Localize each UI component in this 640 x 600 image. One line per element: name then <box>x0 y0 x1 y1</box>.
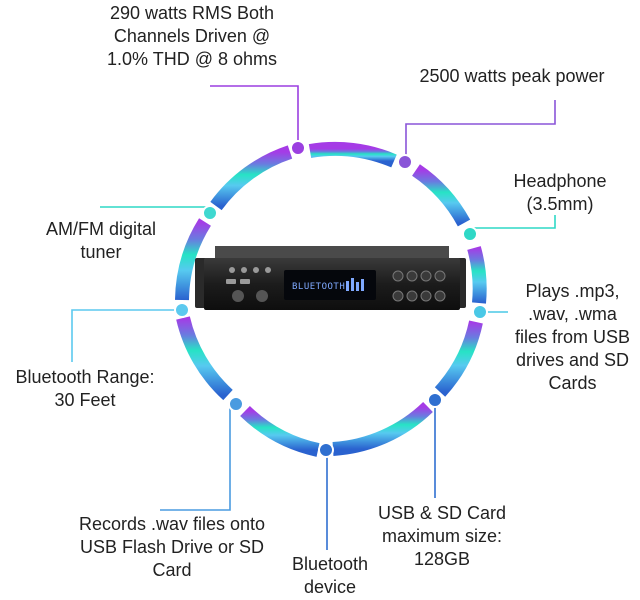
node-dot <box>174 302 190 318</box>
leader-records <box>160 408 231 511</box>
leader-tuner <box>100 206 211 213</box>
display-window <box>284 270 376 300</box>
label-rms-power: 290 watts RMS Both Channels Driven @ 1.0… <box>107 3 277 69</box>
node-dot <box>318 442 334 458</box>
label-peak-power: 2500 watts peak power <box>419 66 605 86</box>
leader-bt-range <box>71 309 178 362</box>
amplifier-image: BLUETOOTH <box>195 246 466 310</box>
left-controls-area <box>226 267 271 302</box>
ring-segment <box>175 218 211 301</box>
node-dot <box>472 304 488 320</box>
node-dot <box>290 140 306 156</box>
node-dot <box>202 205 218 221</box>
ring-segment <box>210 145 293 211</box>
label-bt-device: Bluetooth device <box>291 554 369 597</box>
node-dot <box>462 226 478 242</box>
label-records: Records .wav files onto USB Flash Drive … <box>78 514 266 580</box>
node-dot <box>228 396 244 412</box>
label-plays-files: Plays .mp3, .wav, .wma files from USB dr… <box>514 281 631 393</box>
level-meter <box>346 278 364 291</box>
ring-segment <box>308 141 397 168</box>
label-bt-range: Bluetooth Range: 30 Feet <box>15 367 155 410</box>
ring-segment <box>434 320 483 397</box>
ring <box>175 141 487 457</box>
ring-segment <box>411 164 471 227</box>
node-dot <box>427 392 443 408</box>
ring-segment <box>332 401 433 456</box>
label-usb-sd: USB & SD Card maximum size: 128GB <box>377 503 507 569</box>
display-text: BLUETOOTH <box>292 282 345 292</box>
node-dots <box>174 140 488 458</box>
leader-headphone <box>469 215 556 234</box>
chassis-top <box>215 246 449 260</box>
ring-segment <box>176 316 233 401</box>
ring-segment <box>467 246 487 304</box>
leader-rms <box>210 85 299 148</box>
label-headphone: Headphone (3.5mm) <box>513 171 607 214</box>
leader-peak <box>405 100 556 160</box>
ring-segment <box>240 405 320 457</box>
label-tuner: AM/FM digital tuner <box>45 219 157 262</box>
node-dot <box>397 154 413 170</box>
knob-array <box>392 270 446 302</box>
